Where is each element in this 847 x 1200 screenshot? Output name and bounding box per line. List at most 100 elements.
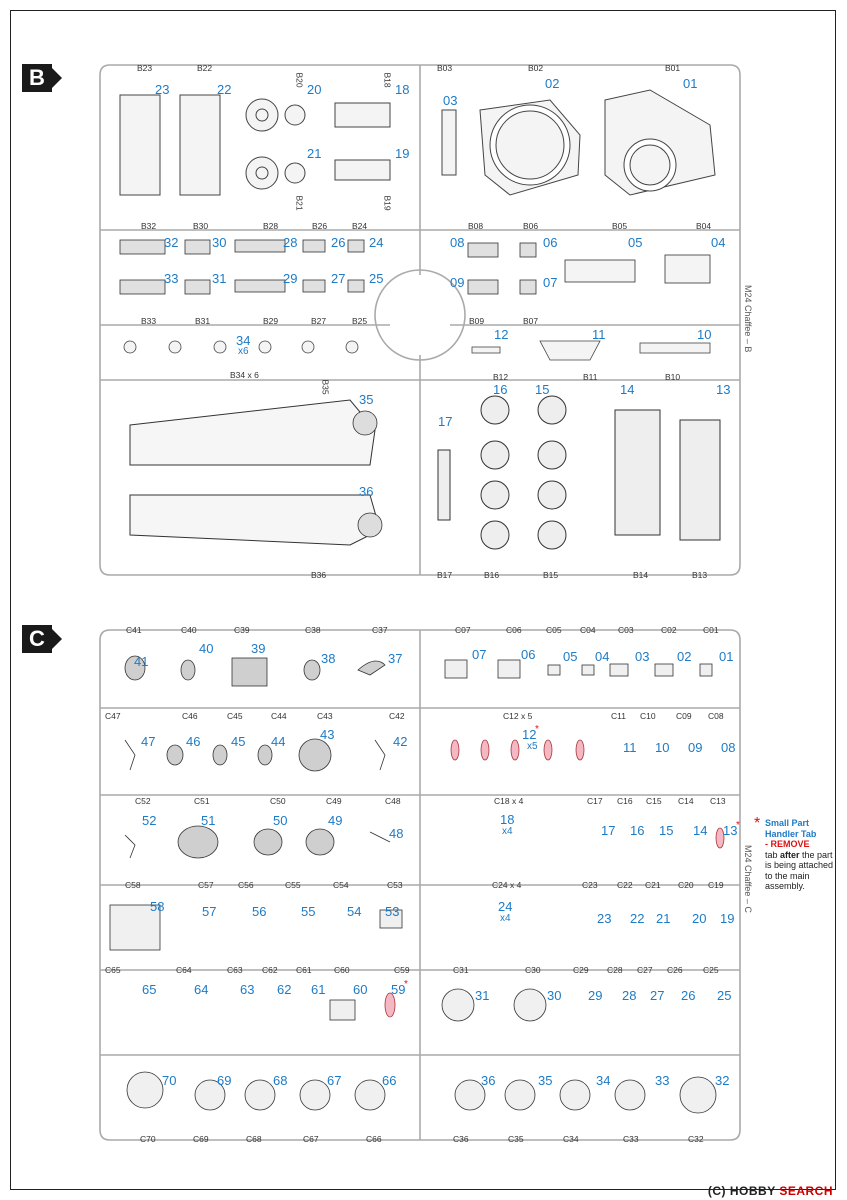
- runner-b35: B35: [320, 379, 331, 395]
- runner-c44: C44: [271, 711, 287, 721]
- runner-c32: C32: [688, 1134, 704, 1144]
- part-c48: 48: [389, 826, 404, 841]
- part-c45: 45: [231, 734, 246, 749]
- runner-c28: C28: [607, 965, 623, 975]
- runner-c59: C59: [394, 965, 410, 975]
- runner-c60: C60: [334, 965, 350, 975]
- runner-b29: B29: [263, 316, 279, 326]
- runner-b32: B32: [141, 221, 157, 231]
- part-c26: 26: [681, 988, 696, 1003]
- runner-b03: B03: [437, 63, 453, 73]
- part-b06: 06: [543, 235, 558, 250]
- runner-c57: C57: [198, 880, 214, 890]
- part-c68: 68: [273, 1073, 288, 1088]
- part-b28: 28: [283, 235, 298, 250]
- runner-b18: B18: [382, 72, 393, 88]
- part-c12-star: *: [535, 724, 539, 735]
- part-c14: 14: [693, 823, 708, 838]
- part-c03: 03: [635, 649, 650, 664]
- part-b34: 34: [236, 333, 251, 348]
- runner-b04: B04: [696, 221, 712, 231]
- runner-c50: C50: [270, 796, 286, 806]
- part-c32: 32: [715, 1073, 730, 1088]
- part-c39: 39: [251, 641, 266, 656]
- part-c08: 08: [721, 740, 736, 755]
- part-b32: 32: [164, 235, 179, 250]
- runner-c09: C09: [676, 711, 692, 721]
- sprue-b-badge: B: [22, 64, 62, 92]
- runner-b20: B20: [294, 72, 305, 88]
- runner-b26: B26: [312, 221, 328, 231]
- runner-c42: C42: [389, 711, 405, 721]
- part-b10: 10: [697, 327, 712, 342]
- part-b21: 21: [307, 146, 322, 161]
- runner-c22: C22: [617, 880, 633, 890]
- part-c24-mult: x4: [500, 913, 511, 924]
- sprue-c-badge: C: [22, 625, 62, 653]
- runner-c12: C12 x 5: [503, 711, 533, 721]
- runner-b14: B14: [633, 570, 649, 580]
- runner-b24: B24: [352, 221, 368, 231]
- part-b09: 09: [450, 275, 465, 290]
- part-c49: 49: [328, 813, 343, 828]
- part-c33: 33: [655, 1073, 670, 1088]
- runner-c16: C16: [617, 796, 633, 806]
- runner-b02: B02: [528, 63, 544, 73]
- part-c29: 29: [588, 988, 603, 1003]
- part-b27: 27: [331, 271, 346, 286]
- runner-c33: C33: [623, 1134, 639, 1144]
- part-c60: 60: [353, 982, 368, 997]
- part-c70: 70: [162, 1073, 177, 1088]
- runner-c37: C37: [372, 625, 388, 635]
- part-b22: 22: [217, 82, 232, 97]
- runner-c01: C01: [703, 625, 719, 635]
- part-c46: 46: [186, 734, 201, 749]
- part-c57: 57: [202, 904, 217, 919]
- part-c07: 07: [472, 647, 487, 662]
- runner-c56: C56: [238, 880, 254, 890]
- runner-c45: C45: [227, 711, 243, 721]
- runner-c13: C13: [710, 796, 726, 806]
- runner-c63: C63: [227, 965, 243, 975]
- watermark: (C) HOBBY SEARCH: [708, 1184, 833, 1198]
- part-b13: 13: [716, 382, 731, 397]
- sprue-c-frame: [99, 629, 741, 1141]
- part-c23: 23: [597, 911, 612, 926]
- runner-c14: C14: [678, 796, 694, 806]
- part-c59: 59: [391, 982, 406, 997]
- sprue-c-side-text: M24 Chaffee – C: [743, 845, 753, 913]
- runner-c21: C21: [645, 880, 661, 890]
- runner-c18: C18 x 4: [494, 796, 524, 806]
- part-c24: 24: [498, 899, 513, 914]
- runner-c55: C55: [285, 880, 301, 890]
- runner-c04: C04: [580, 625, 596, 635]
- runner-c34: C34: [563, 1134, 579, 1144]
- runner-c26: C26: [667, 965, 683, 975]
- runner-b28: B28: [263, 221, 279, 231]
- part-b05: 05: [628, 235, 643, 250]
- part-b07: 07: [543, 275, 558, 290]
- part-c13: 13: [723, 823, 738, 838]
- part-c42: 42: [393, 734, 408, 749]
- runner-c67: C67: [303, 1134, 319, 1144]
- runner-b01: B01: [665, 63, 681, 73]
- runner-c53: C53: [387, 880, 403, 890]
- runner-c40: C40: [181, 625, 197, 635]
- runner-b19: B19: [382, 195, 393, 211]
- part-c18: 18: [500, 812, 515, 827]
- note-body: tab after the part is being attached to …: [765, 849, 834, 892]
- page-frame: [10, 10, 836, 1190]
- part-c01: 01: [719, 649, 734, 664]
- note-title-2: Handler Tab: [765, 828, 817, 839]
- part-b30: 30: [212, 235, 227, 250]
- part-c44: 44: [271, 734, 286, 749]
- part-b35: 35: [359, 392, 374, 407]
- part-c36: 36: [481, 1073, 496, 1088]
- part-b31: 31: [212, 271, 227, 286]
- runner-b34: B34 x 6: [230, 370, 259, 380]
- runner-c35: C35: [508, 1134, 524, 1144]
- runner-c36: C36: [453, 1134, 469, 1144]
- runner-c29: C29: [573, 965, 589, 975]
- runner-c02: C02: [661, 625, 677, 635]
- part-b15: 15: [535, 382, 550, 397]
